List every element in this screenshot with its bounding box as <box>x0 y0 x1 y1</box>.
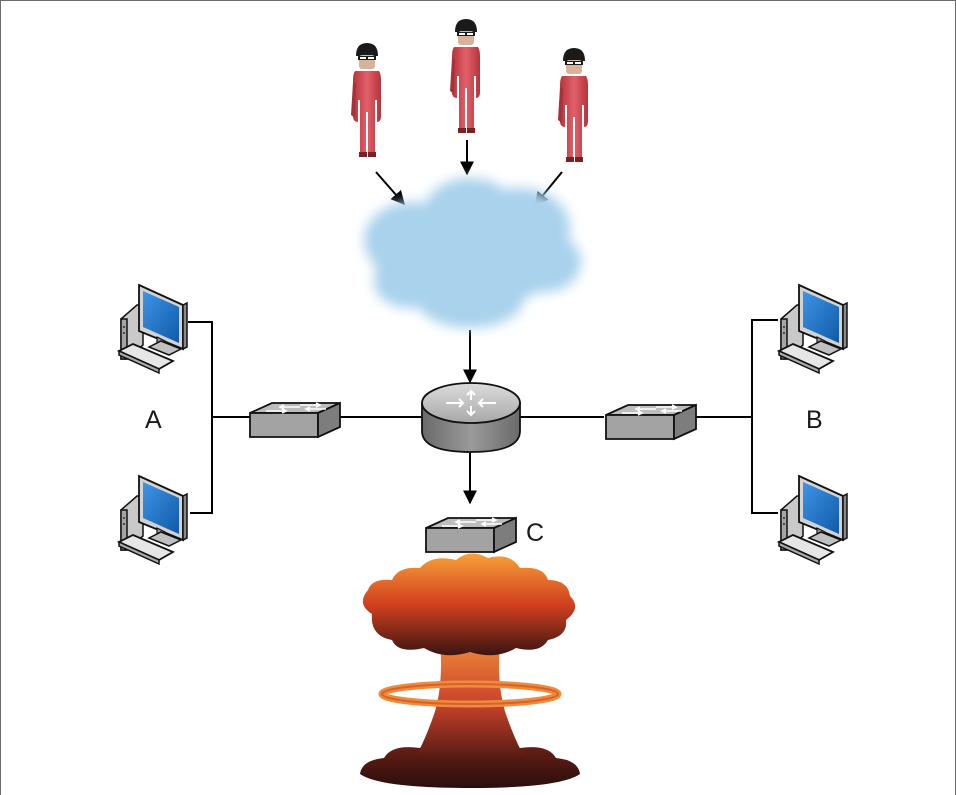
frame-border-left <box>0 0 1 795</box>
router-icon <box>421 382 521 453</box>
frame-border-top <box>0 0 956 1</box>
mushroom-cloud-icon <box>360 553 580 788</box>
switch-icon <box>605 404 697 440</box>
right-network-wiring <box>520 319 778 514</box>
label-switch-c: C <box>526 519 544 547</box>
switch-icon <box>249 402 341 438</box>
computer-icon <box>778 284 848 374</box>
label-network-b: B <box>806 406 823 434</box>
computer-icon <box>118 475 188 565</box>
arrow-attacker-1-to-cloud <box>375 171 405 206</box>
switch-icon <box>425 517 517 553</box>
label-network-a: A <box>145 406 162 434</box>
attacker-icon <box>450 19 480 133</box>
cloud-icon <box>364 178 581 328</box>
computer-icon <box>778 475 848 565</box>
attacker-icon <box>558 48 588 162</box>
computer-icon <box>118 284 188 374</box>
left-network-wiring <box>188 321 422 514</box>
attacker-icon <box>351 43 381 157</box>
